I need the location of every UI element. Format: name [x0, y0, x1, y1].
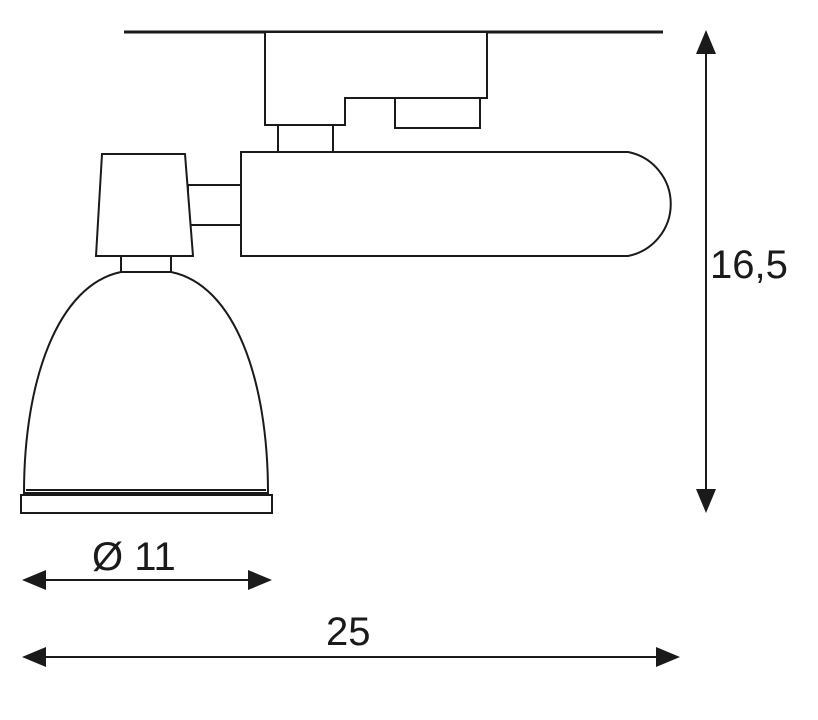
driver-housing: [240, 151, 672, 257]
height-arrow-top: [696, 30, 716, 54]
lamp-neck: [94, 153, 195, 257]
width-arrow-right: [656, 647, 680, 667]
diameter-arrow-left: [22, 570, 46, 590]
lamp-reflector: [22, 271, 270, 494]
adapter-stem: [277, 124, 334, 153]
width-dimension-label: 25: [326, 610, 371, 654]
diameter-dimension-label: Ø 11: [92, 535, 176, 579]
arm-connector: [187, 184, 242, 226]
diameter-arrow-right: [248, 570, 272, 590]
height-arrow-bottom: [696, 489, 716, 513]
width-arrow-left: [22, 647, 46, 667]
lamp-front-ring: [20, 494, 273, 514]
neck-collar: [120, 255, 172, 273]
adapter-latch: [394, 97, 481, 129]
track-adapter: [264, 31, 488, 126]
height-dimension-label: 16,5: [710, 243, 788, 287]
